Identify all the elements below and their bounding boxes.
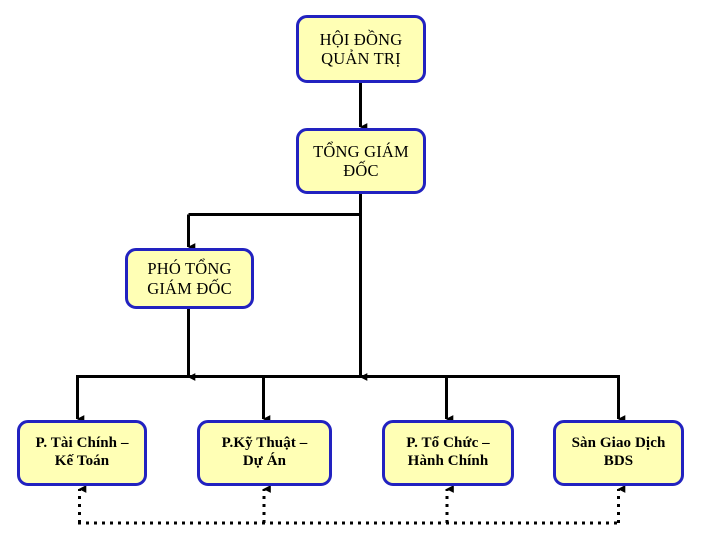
node-label: PHÓ TỔNG GIÁM ĐỐC (147, 259, 232, 298)
node-label: P.Kỹ Thuật – Dự Án (221, 435, 308, 469)
node-to-chuc-hanh-chinh[interactable]: P. Tổ Chức – Hành Chính (382, 420, 514, 486)
node-hoi-dong-quan-tri[interactable]: HỘI ĐỒNG QUẢN TRỊ (296, 15, 426, 83)
node-label: P. Tổ Chức – Hành Chính (406, 435, 490, 469)
node-tong-giam-doc[interactable]: TỔNG GIÁM ĐỐC (296, 128, 426, 194)
node-label: P. Tài Chính – Kế Toán (35, 435, 129, 469)
node-pho-tong-giam-doc[interactable]: PHÓ TỔNG GIÁM ĐỐC (125, 248, 254, 309)
node-san-giao-dich-bds[interactable]: Sàn Giao Dịch BDS (553, 420, 684, 486)
node-ky-thuat-du-an[interactable]: P.Kỹ Thuật – Dự Án (197, 420, 332, 486)
node-tai-chinh-ke-toan[interactable]: P. Tài Chính – Kế Toán (17, 420, 147, 486)
node-label: HỘI ĐỒNG QUẢN TRỊ (319, 29, 403, 68)
node-label: Sàn Giao Dịch BDS (571, 435, 666, 469)
node-label: TỔNG GIÁM ĐỐC (313, 141, 409, 180)
